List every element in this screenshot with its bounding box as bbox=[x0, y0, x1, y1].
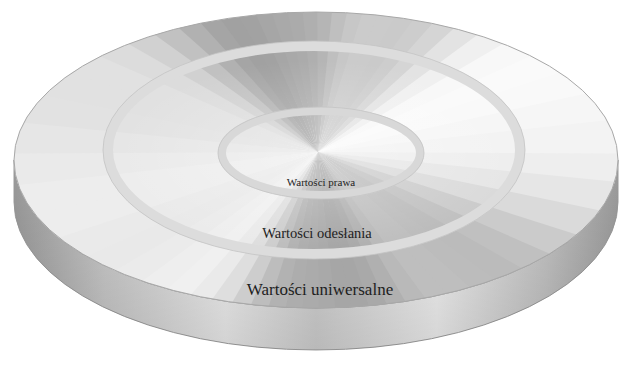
ring-label: Wartości prawa bbox=[287, 176, 355, 189]
value-ring: Wartości uniwersalneWartości odesłaniaWa… bbox=[14, 12, 618, 308]
ring-band bbox=[222, 111, 420, 195]
value-ring: Wartości odesłania Wartości prawa bbox=[108, 46, 520, 254]
ring-band bbox=[108, 46, 520, 254]
ring-band-edge bbox=[218, 107, 424, 199]
ring-label: Wartości uniwersalne bbox=[247, 280, 393, 300]
ring-label: Wartości odesłania bbox=[262, 225, 372, 242]
face-edge bbox=[14, 12, 618, 308]
ring-outline bbox=[108, 46, 520, 254]
value-ring: Wartości prawa bbox=[222, 111, 420, 195]
ring-band-edge bbox=[103, 41, 525, 259]
